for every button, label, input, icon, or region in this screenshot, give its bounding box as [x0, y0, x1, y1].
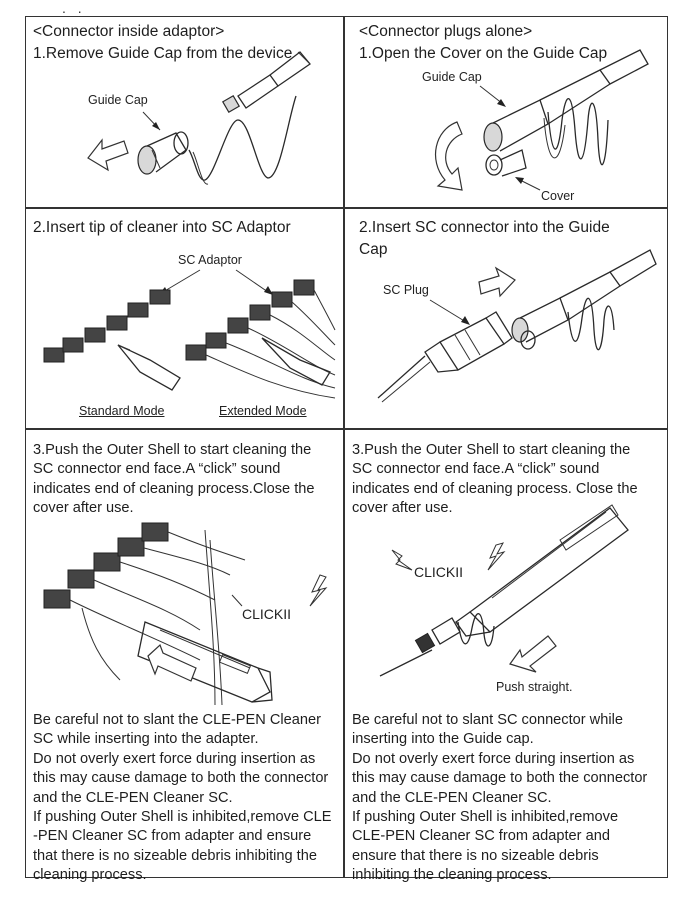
panel6-cleaner-pen	[456, 505, 628, 636]
panel6-note-line: CLE-PEN Cleaner SC from adapter and	[352, 827, 647, 846]
panel6-note-line: this may cause damage to both the connec…	[352, 769, 647, 788]
panel6-note-line: Be careful not to slant SC connector whi…	[352, 711, 647, 730]
panel6-note-line: inhibiting the cleaning process.	[352, 866, 647, 885]
panel6-note-line: Do not overly exert force during inserti…	[352, 750, 647, 769]
panel6-note-line: inserting into the Guide cap.	[352, 730, 647, 749]
panel6-note-line: If pushing Outer Shell is inhibited,remo…	[352, 808, 647, 827]
panel6-note-line: ensure that there is no sizeable debris	[352, 847, 647, 866]
panel6-push-arrow	[510, 636, 556, 672]
panel6-note: Be careful not to slant SC connector whi…	[352, 711, 647, 886]
panel6-sc-plug	[415, 618, 460, 653]
panel6-note-line: and the CLE-PEN Cleaner SC.	[352, 789, 647, 808]
